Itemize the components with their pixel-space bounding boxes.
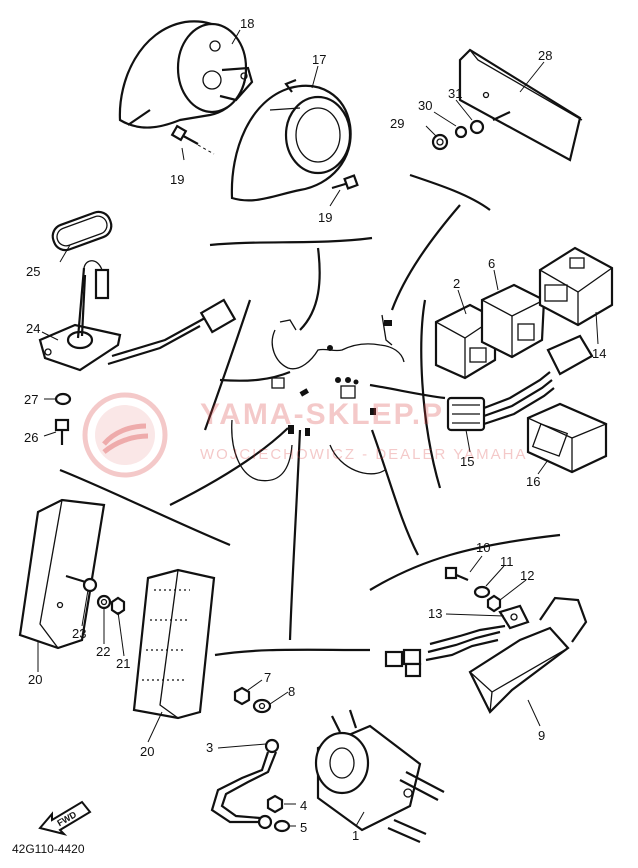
bracket-13 xyxy=(498,604,530,630)
washer-22 xyxy=(96,594,112,610)
starter-relay-1 xyxy=(314,709,445,844)
callout-16: 16 xyxy=(526,474,540,489)
callout-28: 28 xyxy=(538,48,552,63)
callout-25: 25 xyxy=(26,264,40,279)
callout-20a: 20 xyxy=(28,672,42,687)
callout-19b: 19 xyxy=(318,210,332,225)
callout-29: 29 xyxy=(390,116,404,131)
regulator-9 xyxy=(384,596,588,714)
callout-4: 4 xyxy=(300,798,307,813)
relay-14 xyxy=(538,246,614,327)
screw-31 xyxy=(469,111,511,135)
fwd-arrow-icon: FWD xyxy=(38,800,92,836)
callout-1: 1 xyxy=(352,828,359,843)
reflector-20b xyxy=(132,568,216,720)
bolt-19b xyxy=(331,174,359,190)
washer-27 xyxy=(54,392,72,406)
bolt-19a xyxy=(170,124,215,155)
horn-18 xyxy=(118,20,254,129)
bolt-23 xyxy=(65,574,98,593)
washer-5 xyxy=(273,819,291,833)
callout-24: 24 xyxy=(26,321,40,336)
nut-4 xyxy=(266,794,284,814)
callout-2: 2 xyxy=(453,276,460,291)
callout-8: 8 xyxy=(288,684,295,699)
nut-21 xyxy=(110,596,126,616)
sensor-24 xyxy=(38,260,237,372)
callout-22: 22 xyxy=(96,644,110,659)
watermark-logo xyxy=(82,392,168,478)
washer-8 xyxy=(252,698,272,714)
callout-9: 9 xyxy=(538,728,545,743)
washer-11 xyxy=(473,585,491,599)
callout-30: 30 xyxy=(418,98,432,113)
bolt-26 xyxy=(54,418,70,445)
leaders xyxy=(37,29,599,827)
gasket-25 xyxy=(51,210,113,252)
callout-15: 15 xyxy=(460,454,474,469)
callout-21: 21 xyxy=(116,656,130,671)
reflector-20a xyxy=(18,498,106,650)
callout-6: 6 xyxy=(488,256,495,271)
lead-wire-3 xyxy=(210,738,280,830)
callout-5: 5 xyxy=(300,820,307,835)
nut-29 xyxy=(431,133,449,151)
washer-30 xyxy=(454,125,468,139)
callout-numbers: 18 17 19 19 28 31 30 29 25 24 27 26 2 6 … xyxy=(24,16,606,843)
callout-14: 14 xyxy=(592,346,606,361)
watermark-brand: YAMA-SKLEP.P xyxy=(200,398,445,431)
frame-sketch xyxy=(231,314,405,482)
relay-2 xyxy=(434,303,497,380)
callout-18: 18 xyxy=(240,16,254,31)
horn-17 xyxy=(230,78,352,202)
callout-20b: 20 xyxy=(140,744,154,759)
diagram-code: 42G110-4420 xyxy=(12,842,85,856)
callout-23: 23 xyxy=(72,626,86,641)
callout-10: 10 xyxy=(476,540,490,555)
callout-3: 3 xyxy=(206,740,213,755)
connector-16 xyxy=(526,402,608,474)
nut-7 xyxy=(233,686,251,706)
relay-6 xyxy=(480,283,546,359)
callout-26: 26 xyxy=(24,430,38,445)
callout-19a: 19 xyxy=(170,172,184,187)
nut-12 xyxy=(486,594,502,613)
watermark-subtitle: WOJCIECHOWICZ - DEALER YAMAHA xyxy=(200,446,528,463)
callout-12: 12 xyxy=(520,568,534,583)
callout-27: 27 xyxy=(24,392,38,407)
callout-31: 31 xyxy=(448,86,462,101)
plate-28 xyxy=(458,48,583,162)
callout-11: 11 xyxy=(500,554,514,569)
bolt-10 xyxy=(444,566,469,582)
callout-17: 17 xyxy=(312,52,326,67)
callout-13: 13 xyxy=(428,606,442,621)
callout-7: 7 xyxy=(264,670,271,685)
guide-lines xyxy=(59,173,561,657)
